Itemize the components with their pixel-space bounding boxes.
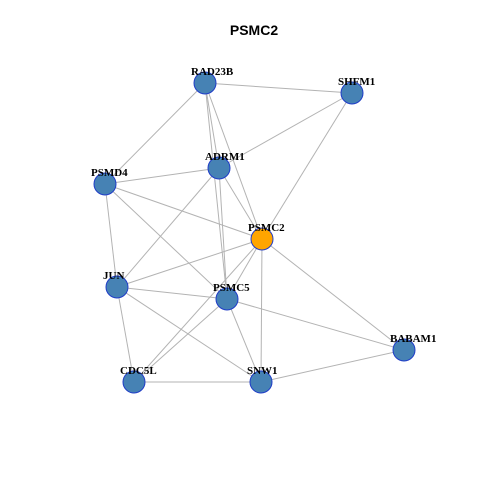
node-babam1[interactable] <box>392 338 416 362</box>
node-psmc2[interactable] <box>250 227 274 251</box>
edge-psmc2-cdc5l <box>133 238 263 383</box>
node-jun[interactable] <box>105 275 129 299</box>
edge-psmc2-babam1 <box>261 238 405 351</box>
edge-layer <box>104 82 405 383</box>
node-snw1[interactable] <box>249 370 273 394</box>
node-psmd4[interactable] <box>93 172 117 196</box>
node-label-psmd4: PSMD4 <box>91 167 128 179</box>
node-label-jun: JUN <box>103 270 124 282</box>
edge-adrm1-psmc5 <box>218 167 228 300</box>
node-label-psmc5: PSMC5 <box>213 282 250 294</box>
node-label-adrm1: ADRM1 <box>205 151 245 163</box>
edge-rad23b-shfm1 <box>204 82 353 94</box>
edge-adrm1-psmc2 <box>218 167 263 240</box>
edge-rad23b-psmc5 <box>204 82 228 300</box>
node-label-cdc5l: CDC5L <box>120 365 157 377</box>
edge-jun-snw1 <box>116 286 262 383</box>
node-psmc5[interactable] <box>215 287 239 311</box>
edge-rad23b-psmc2 <box>204 82 263 240</box>
edge-psmd4-psmc5 <box>104 183 228 300</box>
edge-shfm1-psmc2 <box>261 92 353 240</box>
edge-adrm1-psmd4 <box>104 167 220 185</box>
node-shfm1[interactable] <box>340 81 364 105</box>
edge-psmc2-snw1 <box>260 238 263 383</box>
node-cdc5l[interactable] <box>122 370 146 394</box>
edge-psmc5-cdc5l <box>133 298 228 383</box>
edge-psmc2-psmc5 <box>226 238 263 300</box>
node-label-babam1: BABAM1 <box>390 333 436 345</box>
edge-psmc5-babam1 <box>226 298 405 351</box>
edge-psmd4-jun <box>104 183 118 288</box>
edge-jun-cdc5l <box>116 286 135 383</box>
node-label-rad23b: RAD23B <box>191 66 234 78</box>
node-label-shfm1: SHFM1 <box>338 76 375 88</box>
edge-psmc5-snw1 <box>226 298 262 383</box>
node-label-psmc2: PSMC2 <box>248 222 285 234</box>
edge-psmd4-psmc2 <box>104 183 263 240</box>
edge-psmc2-jun <box>116 238 263 288</box>
node-label-snw1: SNW1 <box>247 365 278 377</box>
edge-babam1-snw1 <box>260 349 405 383</box>
edge-adrm1-jun <box>116 167 220 288</box>
node-layer <box>93 71 416 394</box>
node-rad23b[interactable] <box>193 71 217 95</box>
edge-jun-psmc5 <box>116 286 228 300</box>
edge-shfm1-adrm1 <box>218 92 353 169</box>
edge-rad23b-adrm1 <box>204 82 220 169</box>
node-adrm1[interactable] <box>207 156 231 180</box>
graph-title: PSMC2 <box>230 22 278 38</box>
edge-rad23b-psmd4 <box>104 82 206 185</box>
